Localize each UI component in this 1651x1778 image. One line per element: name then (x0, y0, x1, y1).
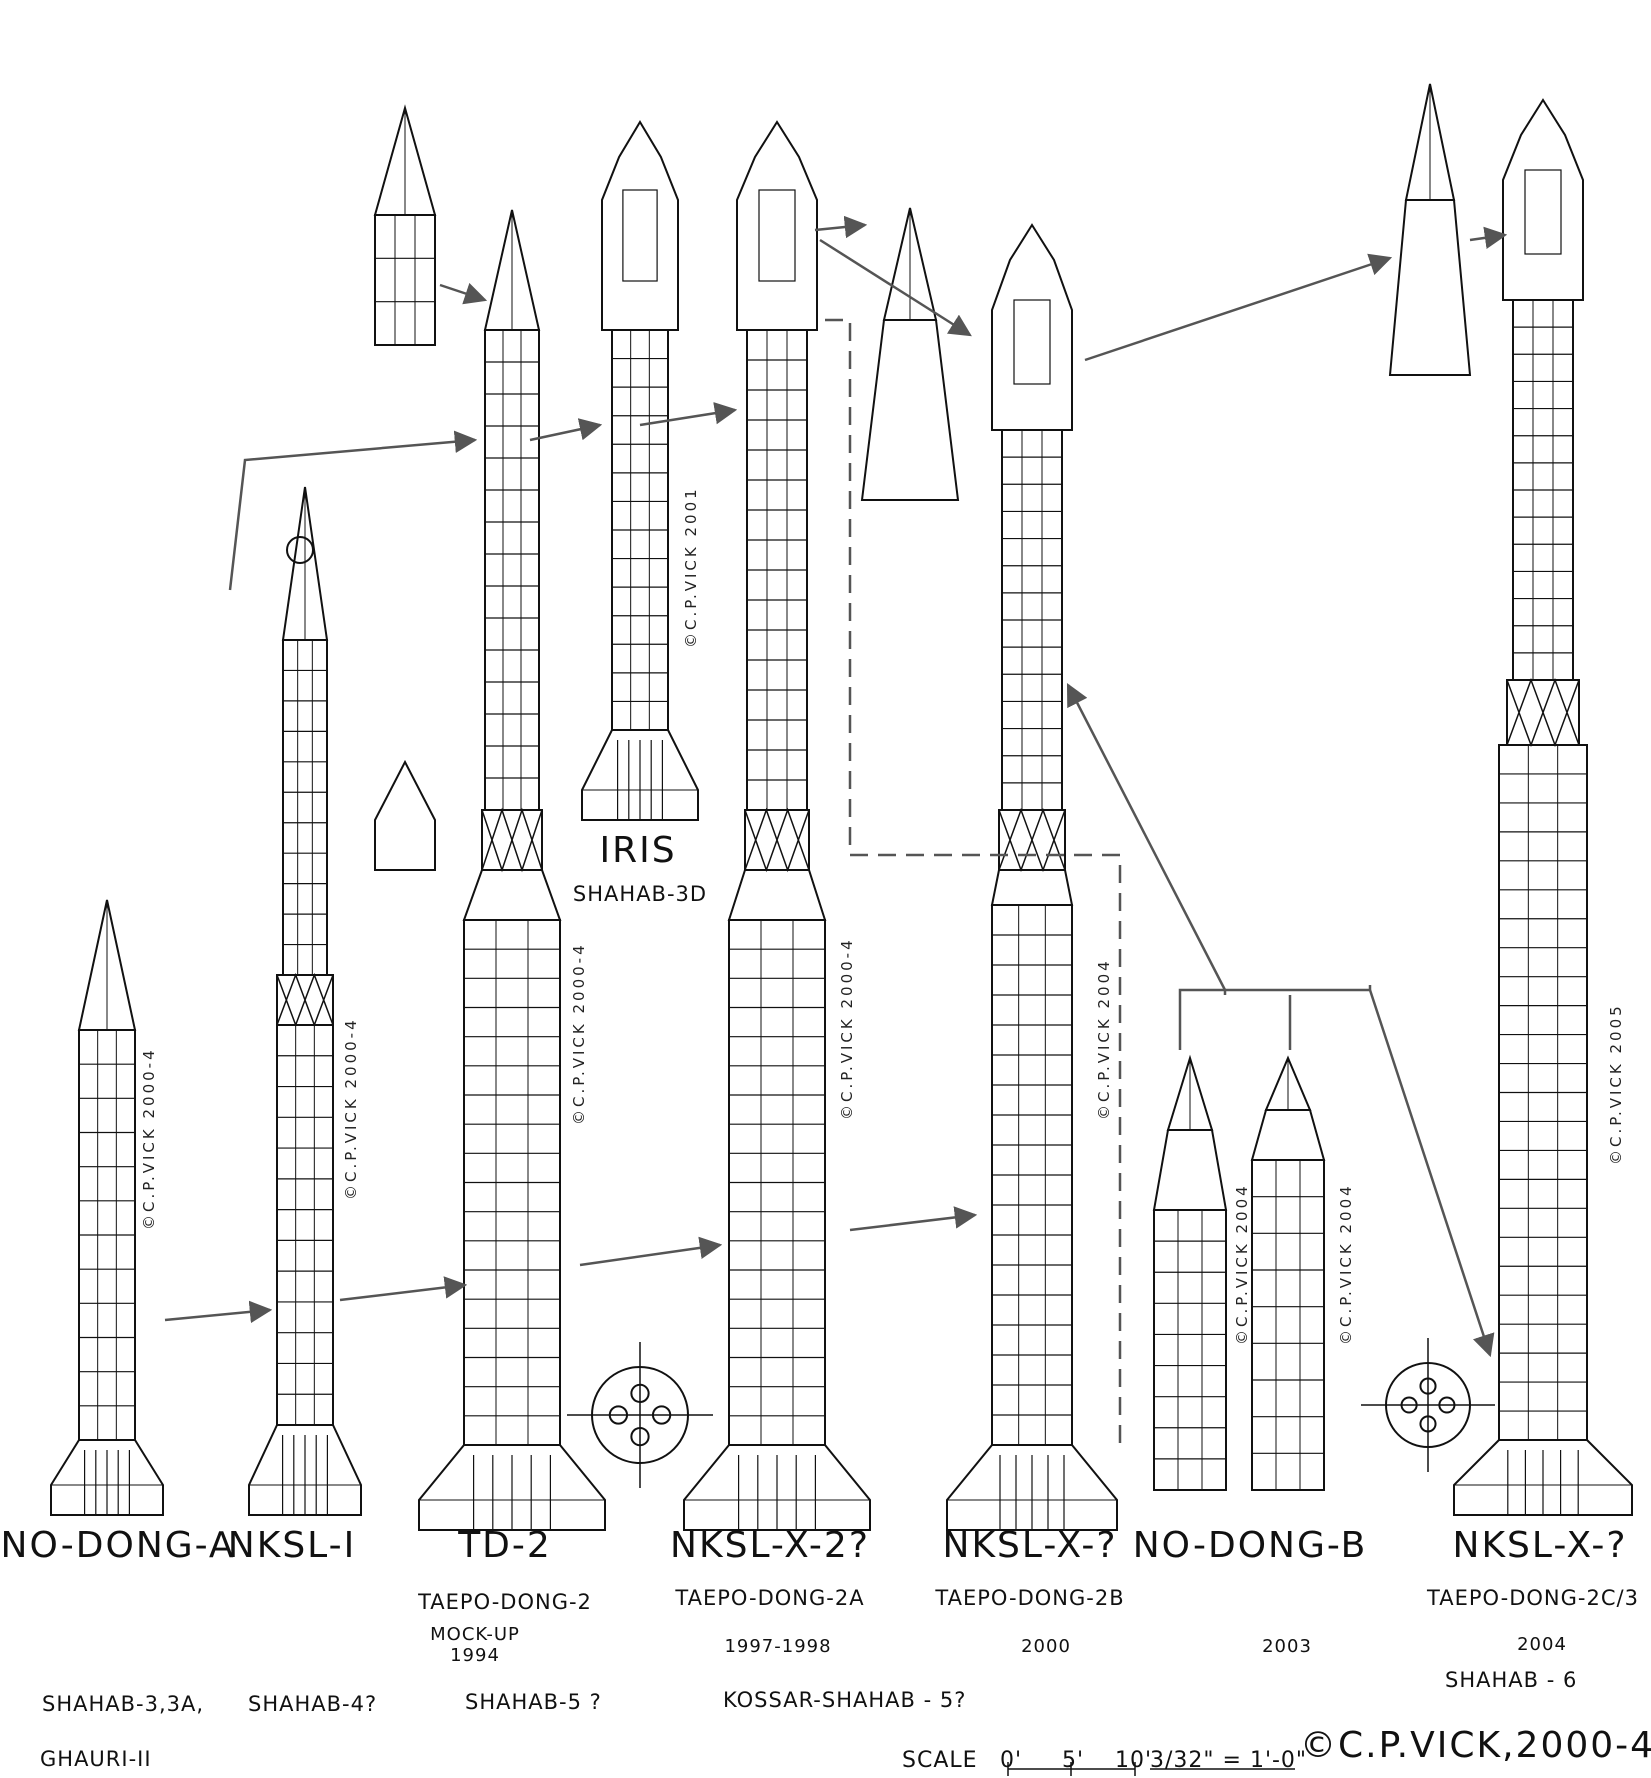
rocket-nksl-x-2c (1453, 98, 1633, 1516)
vehicle-name-td-2: TD-2 (458, 1525, 552, 1566)
designation-nksl-x-2c: TAEPO-DONG-2C/3 (1427, 1586, 1639, 1610)
evolution-arrow (819, 238, 972, 337)
derivative-no-dong-a-1: SHAHAB-3,3A, (42, 1692, 205, 1716)
signature-2: ©C.P.VICK 2000-4 (342, 1017, 360, 1200)
evolution-arrow (849, 1206, 978, 1232)
nksl-x-2c-payload-body (1388, 199, 1472, 376)
rocket-td-2 (418, 209, 606, 1531)
signature-6: ©C.P.VICK 2004 (1095, 958, 1113, 1120)
no-dong-b-body-2 (1251, 1159, 1325, 1491)
td-2-warhead-body (374, 214, 436, 346)
rocket-no-dong-b (1152, 1054, 1326, 1491)
year-no-dong-b: 2003 (1262, 1636, 1312, 1657)
signature-8: ©C.P.VICK 2004 (1337, 1183, 1355, 1345)
td-2-upper-stage (484, 329, 540, 811)
rocket-nksl-1 (248, 486, 362, 1516)
vehicle-name-no-dong-b: NO-DONG-B (1132, 1525, 1368, 1566)
evolution-arrow (228, 430, 478, 591)
scale-bar (1007, 1762, 1295, 1776)
scale-tick-5: 5' (1062, 1748, 1085, 1773)
nksl-x-shroud (991, 223, 1073, 431)
reentry-vehicle-detail (374, 759, 436, 871)
nksl-x-2c-shroud (1502, 98, 1584, 301)
vehicle-name-nksl-x: NKSL-X-? (942, 1525, 1118, 1566)
iris-shroud (601, 120, 679, 331)
no-dong-b-body-1 (1153, 1209, 1227, 1491)
nksl-x-payload-body (860, 319, 960, 501)
nksl-1-first-stage (276, 1024, 334, 1426)
evolution-arrow (339, 1276, 468, 1302)
designation-nksl-x-2: TAEPO-DONG-2A (675, 1586, 865, 1610)
derivative-nksl-1: SHAHAB-4? (248, 1692, 378, 1716)
td-2-flare (462, 869, 562, 921)
nksl-x-2-flare (727, 869, 827, 921)
year-nksl-x: 2000 (1021, 1636, 1071, 1657)
dashed-lineage-line (825, 318, 1122, 1450)
vehicle-name-nksl-x-2c: NKSL-X-? (1452, 1525, 1628, 1566)
no-dong-b-fairing-1 (1152, 1129, 1228, 1211)
note-mock-up: MOCK-UP (430, 1624, 520, 1645)
designation-iris: SHAHAB-3D (572, 882, 708, 906)
vehicle-name-nksl-1: NKSL-I (227, 1525, 357, 1566)
designation-nksl-x: TAEPO-DONG-2B (935, 1586, 1125, 1610)
evolution-arrow (1084, 253, 1393, 362)
evolution-arrow (439, 282, 488, 305)
evolution-arrow (529, 418, 603, 442)
derivative-no-dong-a-2: GHAURI-II (40, 1747, 152, 1771)
nksl-x-2-shroud (736, 120, 818, 331)
scale-tick-10: 10' (1115, 1748, 1153, 1773)
evolution-arrow (1066, 682, 1227, 991)
derivative-td-2: SHAHAB-5 ? (465, 1690, 602, 1714)
rocket-no-dong-a (50, 899, 164, 1516)
evolution-arrow (579, 1236, 723, 1267)
no-dong-b-bracket (1178, 985, 1372, 1050)
nksl-x-flare (990, 869, 1074, 906)
no-dong-b-fairing-2 (1250, 1109, 1326, 1161)
signature-1: ©C.P.VICK 2000-4 (140, 1047, 158, 1230)
year-nksl-x-2c: 2004 (1517, 1634, 1567, 1655)
nksl-1-upper-stage (282, 639, 328, 976)
evolution-arrow (814, 215, 868, 239)
signature-5: ©C.P.VICK 2000-4 (838, 937, 856, 1120)
scale-tick-0: 0' (1000, 1748, 1023, 1773)
year-nksl-x-2: 1997-1998 (724, 1636, 832, 1657)
derivative-td-2c: SHAHAB - 6 (1445, 1668, 1578, 1692)
evolution-arrow (1469, 226, 1508, 250)
scale-ratio: 3/32" = 1'-0" (1150, 1748, 1308, 1773)
signature-3: ©C.P.VICK 2000-4 (570, 942, 588, 1125)
evolution-arrow (1368, 989, 1495, 1358)
designation-td-2: TAEPO-DONG-2 (418, 1590, 592, 1614)
rocket-nksl-x-2 (683, 120, 871, 1531)
scale-label: SCALE (902, 1748, 978, 1773)
vehicle-name-nksl-x-2: NKSL-X-2? (670, 1525, 870, 1566)
rocket-iris (581, 120, 699, 821)
vehicle-name-no-dong-a: NO-DONG-A (0, 1525, 236, 1566)
signature-9: ©C.P.VICK 2005 (1607, 1003, 1625, 1165)
evolution-arrow (639, 402, 738, 427)
rocket-nksl-x (946, 223, 1118, 1531)
signature-4: ©C.P.VICK 2001 (682, 486, 700, 648)
evolution-arrow (164, 1300, 273, 1324)
signature-7: ©C.P.VICK 2004 (1233, 1183, 1251, 1345)
copyright: ©C.P.VICK,2000-4 (1300, 1725, 1651, 1766)
year-td-2: 1994 (450, 1645, 500, 1666)
vehicle-name-iris: IRIS (599, 830, 677, 871)
derivative-nksl-x-2: KOSSAR-SHAHAB - 5? (723, 1688, 967, 1712)
